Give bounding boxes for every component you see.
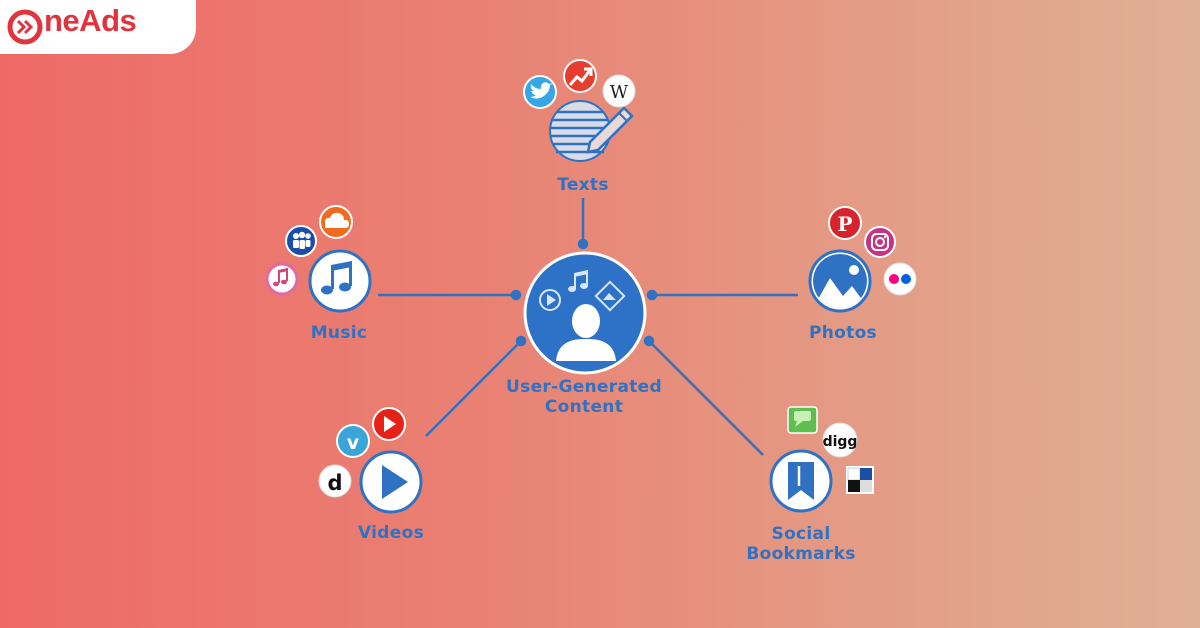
svg-text:digg: digg bbox=[823, 434, 858, 450]
itunes-icon[interactable] bbox=[265, 262, 299, 296]
youtube-icon[interactable] bbox=[372, 407, 406, 441]
wikipedia-icon[interactable]: W bbox=[602, 74, 636, 108]
logo-mark-icon bbox=[7, 9, 43, 45]
bookmarks-node[interactable] bbox=[769, 449, 833, 513]
soundcloud-icon[interactable] bbox=[319, 205, 353, 239]
play-icon bbox=[382, 465, 408, 499]
center-label: User-Generated Content bbox=[484, 377, 684, 417]
delicious-icon[interactable] bbox=[846, 466, 874, 494]
image-icon bbox=[813, 254, 867, 308]
center-label-line1: User-Generated bbox=[506, 377, 662, 397]
digg-icon[interactable]: digg bbox=[822, 422, 858, 458]
flickr-icon[interactable] bbox=[883, 262, 917, 296]
bookmark-icon bbox=[788, 462, 814, 500]
videos-label: Videos bbox=[358, 523, 424, 543]
connector-videos bbox=[425, 340, 522, 437]
pencil-icon bbox=[586, 106, 634, 154]
logo-text: neAds bbox=[44, 3, 137, 38]
bookmarks-label: Social Bookmarks bbox=[726, 524, 876, 564]
trending-icon[interactable] bbox=[563, 59, 597, 93]
dailymotion-icon[interactable]: d bbox=[318, 464, 352, 498]
connectors bbox=[378, 198, 798, 456]
photos-label: Photos bbox=[809, 323, 877, 343]
texts-label: Texts bbox=[557, 175, 609, 195]
pinterest-icon[interactable]: P bbox=[828, 206, 862, 240]
photos-node[interactable] bbox=[808, 249, 872, 313]
brand-logo[interactable]: neAds bbox=[0, 0, 196, 54]
music-label: Music bbox=[310, 323, 368, 343]
music-node[interactable] bbox=[308, 249, 372, 313]
play-small-icon bbox=[539, 289, 561, 311]
bookmarks-label-line1: Social bbox=[771, 524, 831, 544]
user-icon bbox=[556, 304, 616, 361]
texts-node[interactable] bbox=[549, 100, 634, 162]
svg-text:d: d bbox=[327, 471, 342, 495]
connector-bookmarks bbox=[648, 340, 764, 456]
center-node[interactable] bbox=[523, 251, 647, 375]
twitter-icon[interactable] bbox=[523, 75, 557, 109]
image-small-icon bbox=[594, 280, 626, 312]
svg-text:W: W bbox=[610, 82, 629, 103]
chat-icon[interactable] bbox=[787, 406, 818, 434]
music-note-icon bbox=[321, 261, 352, 295]
myspace-icon[interactable] bbox=[285, 225, 317, 257]
svg-text:v: v bbox=[347, 432, 360, 454]
music-note-small-icon bbox=[568, 270, 588, 292]
instagram-icon[interactable] bbox=[864, 226, 896, 258]
center-label-line2: Content bbox=[544, 397, 624, 417]
bookmarks-label-line2: Bookmarks bbox=[746, 544, 856, 564]
svg-text:P: P bbox=[837, 212, 852, 236]
vimeo-icon[interactable]: v bbox=[336, 424, 370, 458]
videos-node[interactable] bbox=[359, 450, 423, 514]
